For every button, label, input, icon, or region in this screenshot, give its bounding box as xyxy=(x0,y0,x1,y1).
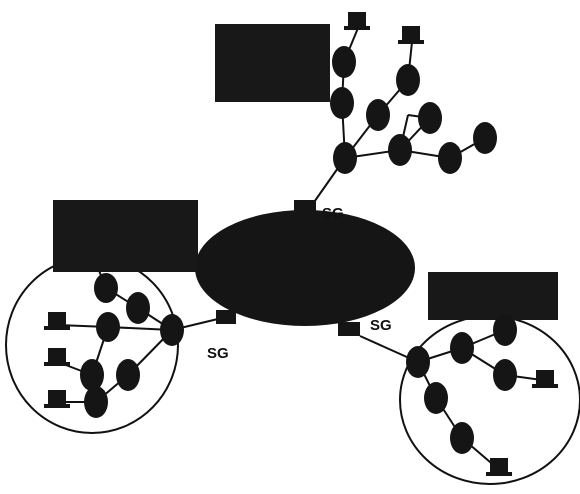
node xyxy=(450,422,474,454)
terminal-icon xyxy=(532,370,558,388)
node xyxy=(418,102,442,134)
node xyxy=(396,64,420,96)
node xyxy=(438,142,462,174)
node xyxy=(96,312,120,342)
terminal-icon xyxy=(486,458,512,476)
node xyxy=(116,359,140,391)
node xyxy=(406,346,430,378)
terminal-icon xyxy=(398,26,424,44)
node xyxy=(388,134,412,166)
security-gateway-right xyxy=(338,322,360,336)
host-block-right xyxy=(428,272,558,320)
node xyxy=(84,386,108,418)
terminal-icon xyxy=(44,312,70,330)
node xyxy=(330,87,354,119)
terminal-icon xyxy=(44,348,70,366)
terminal-icon xyxy=(344,12,370,30)
security-gateway-top xyxy=(294,200,316,230)
node xyxy=(333,142,357,174)
terminals xyxy=(44,12,558,476)
host-block-left xyxy=(53,200,198,272)
node xyxy=(332,46,356,78)
node xyxy=(493,359,517,391)
node xyxy=(126,292,150,324)
node xyxy=(94,273,118,303)
nodes xyxy=(80,46,517,454)
security-gateway-left xyxy=(216,310,236,324)
node xyxy=(450,332,474,364)
node xyxy=(424,382,448,414)
gateway-label-left: SG xyxy=(207,345,229,362)
node xyxy=(493,314,517,346)
gateway-label-top: SG xyxy=(322,205,344,222)
node xyxy=(160,314,184,346)
terminal-icon xyxy=(44,390,70,408)
gateway-label-right: SG xyxy=(370,317,392,334)
node xyxy=(80,359,104,391)
node xyxy=(366,99,390,131)
host-block-top xyxy=(215,24,330,102)
node xyxy=(473,122,497,154)
backbone-network xyxy=(195,210,415,326)
